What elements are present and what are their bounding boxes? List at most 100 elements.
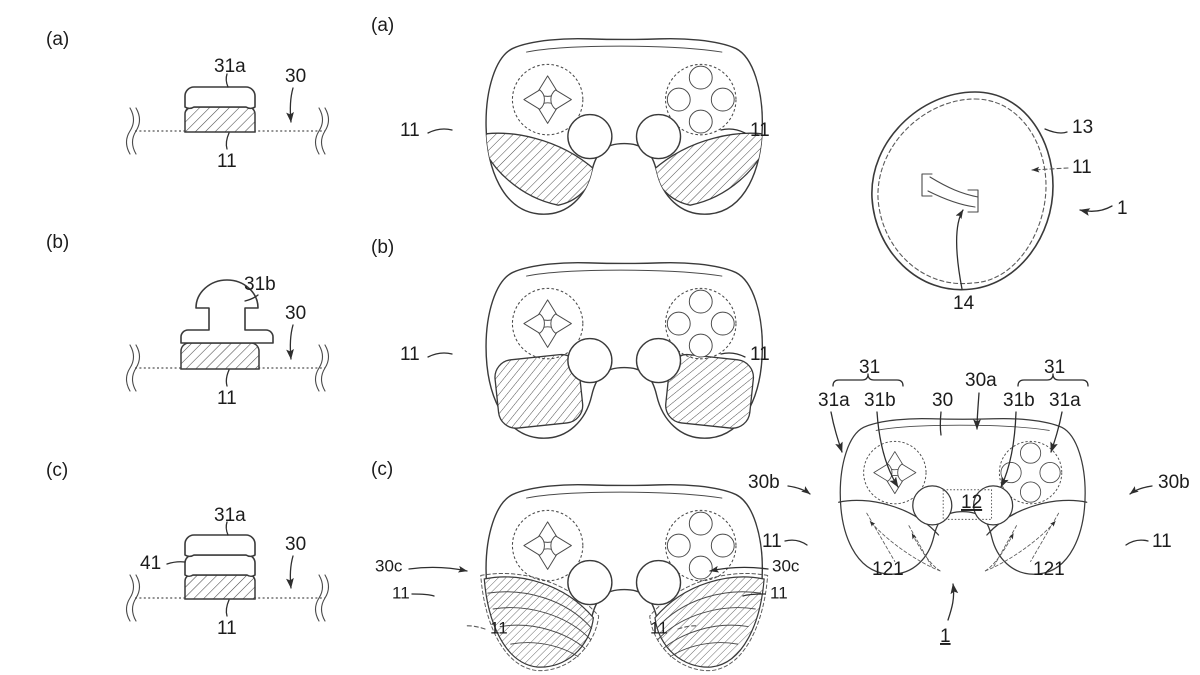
- panel-label-left-c: (c): [46, 460, 68, 481]
- panel-right-controller: 31 31a 31b 30 30a 31 31b 31a 30b 30b 11 …: [748, 357, 1190, 647]
- stick-right-mid-b: [635, 337, 682, 384]
- leader-11-right-left: [784, 539, 808, 546]
- dpad-left-right: [873, 463, 893, 482]
- grip-divider-left-right: [838, 499, 940, 536]
- facebutton-left-mid-b: [666, 311, 691, 336]
- callout-12-right: 12: [961, 492, 982, 513]
- grip-band-right-mid-a: [652, 132, 763, 206]
- callout-11-left-a: 11: [217, 151, 237, 172]
- brace-31-right-right: [1017, 373, 1089, 387]
- stick-right-right: [972, 485, 1014, 526]
- leader-11-right-right: [1125, 539, 1149, 546]
- callout-31b-left-b: 31b: [244, 274, 276, 295]
- leader-11-egg: [1031, 166, 1069, 173]
- leader-11-mid-a-left: [427, 128, 453, 134]
- leader-11-left-a: [225, 132, 230, 150]
- callout-31a-right-left: 31a: [818, 390, 850, 411]
- leader-30b-right-right: [1129, 485, 1153, 495]
- callout-30-left-c: 30: [285, 534, 306, 555]
- dpad-right-mid-b: [550, 313, 572, 334]
- callout-30a-right: 30a: [965, 370, 997, 391]
- facebutton-right-mid-c: [710, 533, 735, 558]
- leader-11-left-b: [225, 369, 230, 387]
- grip-pad-right-mid-b: [665, 353, 755, 429]
- leader-11-mid-c-l2: [464, 625, 486, 630]
- callout-30b-right-left: 30b: [748, 472, 780, 493]
- leader-1-egg: [1079, 205, 1113, 216]
- member-31a-left-c: [184, 534, 256, 558]
- grip-pad-left-mid-b: [494, 353, 584, 429]
- leader-121-right-arrow1: [984, 520, 1056, 572]
- break-mark-left-a-2: [131, 107, 141, 155]
- callout-11-left-b: 11: [217, 388, 237, 409]
- callout-31a-right-right: 31a: [1049, 390, 1081, 411]
- facebutton-top-mid-c: [688, 511, 713, 536]
- panel-left-c: (c) 31a 41 11 30: [46, 460, 330, 639]
- callout-11-right-right: 11: [1152, 531, 1172, 552]
- callout-31a-left-c: 31a: [214, 505, 246, 526]
- stick-left-mid-b: [567, 337, 613, 384]
- leader-11-mid-c-r2: [677, 625, 699, 630]
- callout-41-left-c: 41: [140, 553, 161, 574]
- break-mark-left-a-4: [320, 107, 330, 155]
- break-mark-left-a-3: [314, 107, 324, 155]
- leader-11-left-c: [225, 599, 230, 617]
- callout-31a-left-a: 31a: [214, 56, 246, 77]
- grip-band-left-mid-a: [486, 132, 596, 206]
- facebutton-top-mid-b: [688, 289, 713, 314]
- callout-11-mid-a-left: 11: [400, 120, 420, 141]
- callout-11-mid-b-left: 11: [400, 344, 420, 365]
- grip-ribbed-right-mid-c: [649, 573, 769, 672]
- dash-121-left-a: [866, 512, 896, 562]
- callout-11-mid-c-r2: 11: [650, 618, 668, 637]
- facebutton-ring-mid-a: [665, 63, 737, 136]
- leader-31b-right-right: [1000, 411, 1017, 488]
- callout-11-mid-c-r1: 11: [770, 583, 788, 602]
- callout-11-egg: 11: [1072, 157, 1092, 178]
- panel-label-mid-b: (b): [371, 237, 394, 258]
- panel-label-left-a: (a): [46, 29, 69, 50]
- dpad-ring-right: [863, 440, 927, 505]
- panel-mid-c: (c): [371, 459, 800, 672]
- facebutton-top-mid-a: [688, 65, 713, 90]
- facebutton-left-mid-a: [666, 87, 691, 112]
- leader-30c-mid-c-right: [709, 565, 769, 573]
- controller-top-inner-line-right: [875, 424, 1050, 431]
- dpad-ring-mid-b: [511, 287, 584, 360]
- break-mark-left-b-1: [125, 344, 135, 392]
- panel-right-egg: 13 11 1 14: [871, 91, 1128, 314]
- egg-bracket-left: [921, 173, 933, 197]
- callout-14-egg: 14: [953, 293, 975, 314]
- panel-label-mid-c: (c): [371, 459, 393, 480]
- facebutton-ring-right: [998, 440, 1063, 505]
- facebutton-right-right: [1039, 462, 1061, 484]
- stick-left-mid-a: [567, 113, 613, 160]
- brace-31-right-left: [832, 373, 904, 387]
- facebutton-bottom-mid-a: [688, 109, 713, 134]
- dpad-left-mid-c: [523, 535, 545, 556]
- leader-31a-left-a: [225, 73, 229, 88]
- leader-31a-right-right: [1050, 411, 1063, 453]
- leader-121-right-arrow2: [984, 533, 1014, 572]
- stick-right-mid-a: [635, 113, 682, 160]
- leader-11-mid-a-right: [720, 128, 746, 134]
- leader-14-egg: [955, 209, 964, 290]
- egg-outer-outline: [871, 91, 1054, 291]
- callout-11-mid-a-right: 11: [750, 120, 770, 141]
- leader-11-mid-c-r1: [742, 593, 766, 597]
- facebutton-right-mid-b: [710, 311, 735, 336]
- leader-11-mid-b-right: [720, 352, 746, 358]
- leader-30b-right-left: [787, 485, 811, 495]
- break-mark-left-b-4: [320, 344, 330, 392]
- member-41-left-c: [184, 554, 256, 578]
- callout-11-mid-b-right: 11: [750, 344, 770, 365]
- leader-1-right: [947, 583, 959, 621]
- callout-30c-mid-c-left: 30c: [375, 556, 403, 575]
- callout-30-left-a: 30: [285, 66, 306, 87]
- panel-label-mid-a: (a): [371, 15, 394, 36]
- facebutton-ring-mid-b: [665, 287, 737, 360]
- panel-mid-a: (a): [371, 15, 770, 215]
- panel-mid-b: (b) 11 11: [371, 237, 770, 439]
- break-mark-left-c-2: [131, 574, 141, 622]
